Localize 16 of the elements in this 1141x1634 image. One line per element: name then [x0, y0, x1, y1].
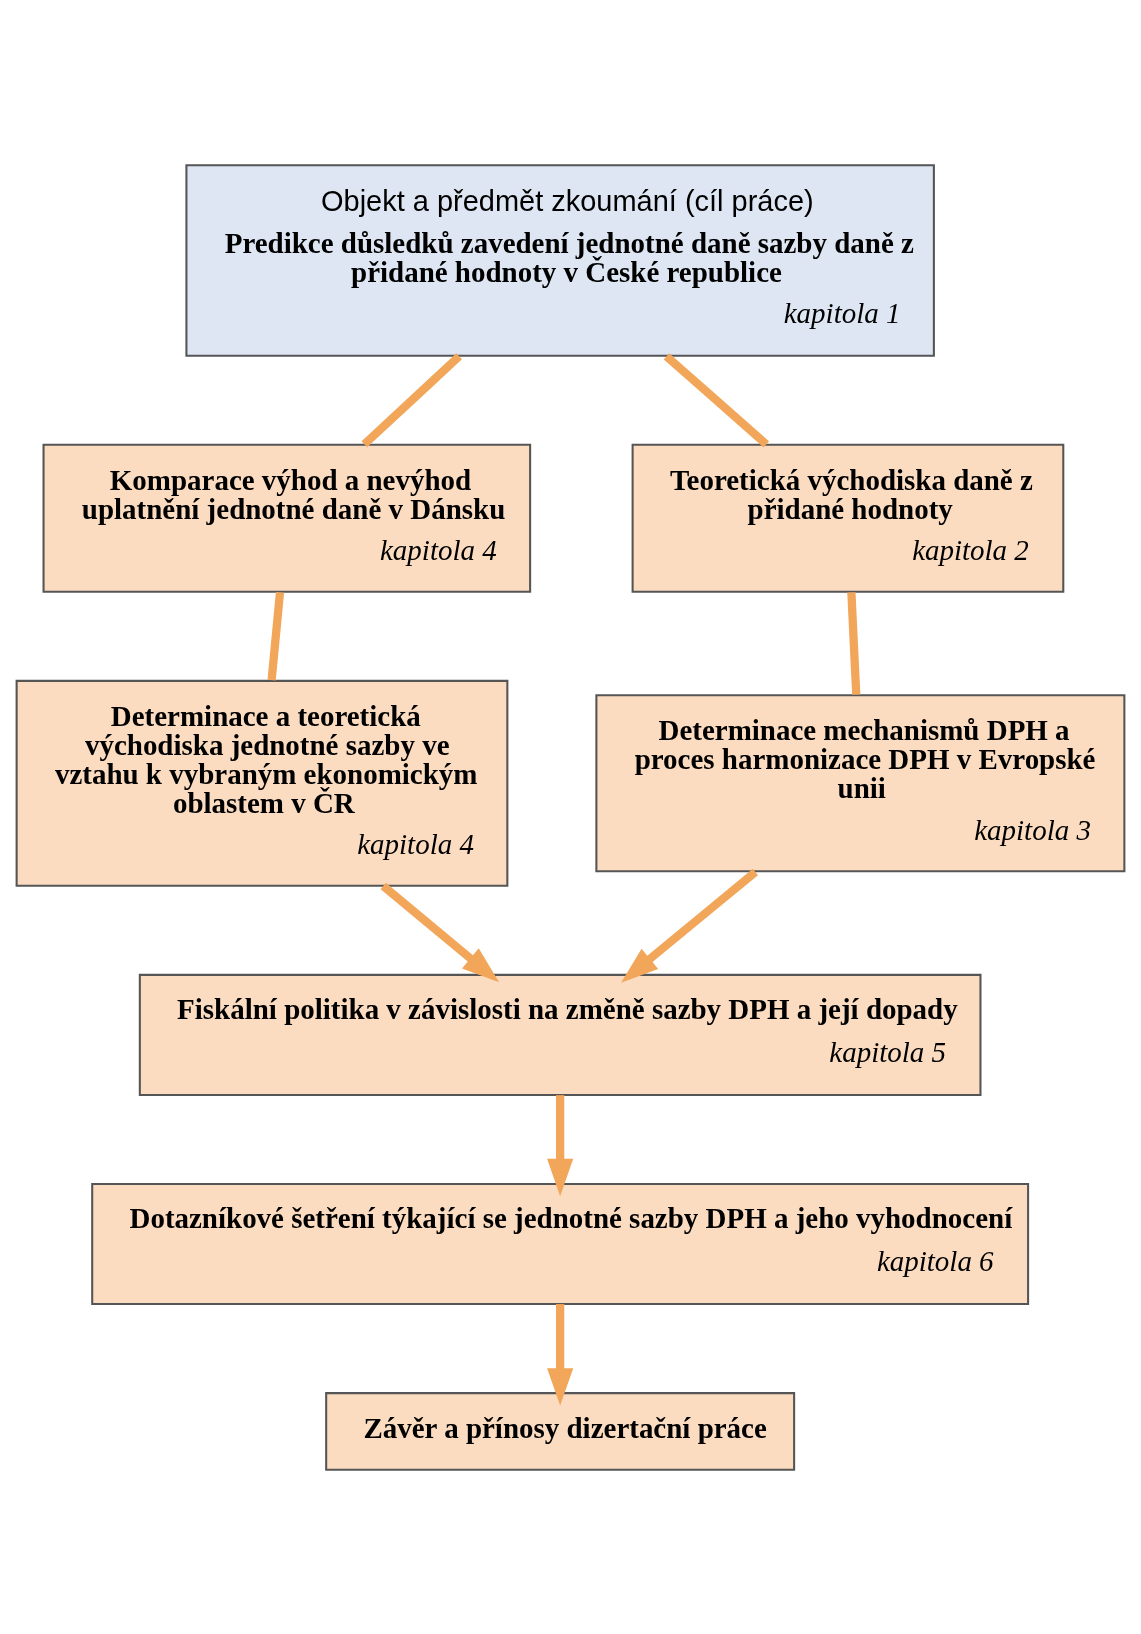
node-box: Objekt a předmět zkoumání (cíl práce) Predikce důsledků zavedení jednotné daně sazby daně z přidané hodnoty v České republice kapitola 1	[185, 163, 935, 357]
connector	[267, 591, 285, 681]
node-box: Determinace mechanismů DPH a proces harmonizace DPH v Evropské unii kapitola 3	[595, 693, 1126, 872]
node-box: Determinace a teoretická východiska jednotné sazby ve vztahu k vybraným ekonomickým oblastem v ČR kapitola 4	[15, 679, 509, 887]
node-box: Závěr a přínosy dizertační práce	[325, 1391, 796, 1471]
arrow	[547, 1094, 574, 1196]
node-box: Komparace výhod a nevýhod uplatnění jednotné daně v Dánsku kapitola 4	[42, 443, 532, 593]
connector	[663, 352, 770, 447]
arrow	[621, 868, 758, 983]
node-box: Dotazníkové šetření týkající se jednotné sazby DPH a jeho vyhodnocení kapitola 6	[91, 1182, 1030, 1305]
node-box: Teoretická východiska daně z přidané hodnoty kapitola 2	[631, 443, 1065, 593]
arrow	[380, 882, 500, 982]
arrow	[547, 1303, 574, 1406]
connector	[361, 352, 462, 447]
node-box: Fiskální politika v závislosti na změně sazby DPH a její dopady kapitola 5	[138, 973, 982, 1096]
connector	[847, 591, 861, 695]
